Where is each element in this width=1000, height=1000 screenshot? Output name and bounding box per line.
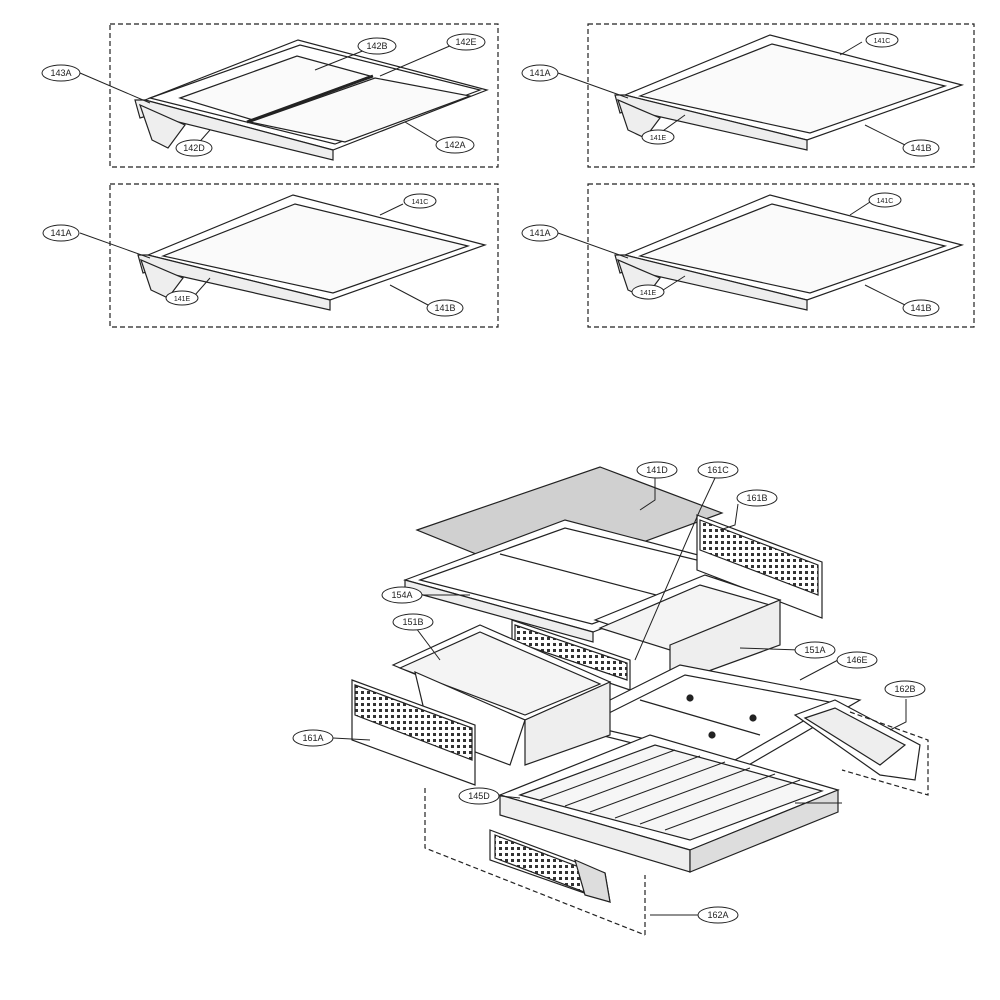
leader-line <box>659 275 686 293</box>
leader-line <box>557 72 629 99</box>
callout-141B: 141B <box>902 299 940 317</box>
svg-text:141D: 141D <box>646 465 668 475</box>
callout-162B: 162B <box>884 680 926 698</box>
drawer-151A <box>593 574 782 686</box>
svg-text:141B: 141B <box>910 143 931 153</box>
bracket-162A <box>489 829 611 903</box>
svg-text:141C: 141C <box>877 198 894 205</box>
leader-line <box>849 201 871 216</box>
callout-141B: 141B <box>426 299 464 317</box>
callout-142D: 142D <box>175 139 213 157</box>
svg-text:162B: 162B <box>894 684 915 694</box>
svg-text:141E: 141E <box>640 290 657 297</box>
svg-text:141A: 141A <box>529 68 550 78</box>
callout-141E: 141E <box>631 284 665 300</box>
shelf-drawing <box>134 39 489 161</box>
shelf-assembly-143A-panel: 143A 142B 142E 142D 142A <box>41 23 499 168</box>
svg-text:141E: 141E <box>650 135 667 142</box>
callout-141A: 141A <box>521 224 559 242</box>
callout-141C: 141C <box>865 32 899 48</box>
panel-dashed-border <box>109 183 499 328</box>
leader-line <box>659 114 686 134</box>
svg-text:141B: 141B <box>434 303 455 313</box>
shelf-drawing <box>614 34 965 151</box>
leader-line <box>194 277 211 296</box>
svg-text:161C: 161C <box>707 465 729 475</box>
callout-161A: 161A <box>292 729 334 747</box>
shelf-assembly-141A-panel-bottom-left: 141A 141C 141E 141B <box>42 183 499 328</box>
callout-141C: 141C <box>403 193 437 209</box>
leader-line <box>79 72 151 104</box>
callout-145D: 145D <box>458 787 500 805</box>
svg-text:145D: 145D <box>468 791 490 801</box>
callout-141A: 141A <box>42 224 80 242</box>
leader-line <box>864 124 906 146</box>
callout-151B: 151B <box>392 613 434 631</box>
side-bracket-162B <box>793 699 921 781</box>
callout-162A: 162A <box>697 906 739 924</box>
rail-161B <box>696 514 823 619</box>
callout-141E: 141E <box>641 129 675 145</box>
svg-text:151A: 151A <box>804 645 825 655</box>
callout-151A: 151A <box>794 641 836 659</box>
svg-text:154A: 154A <box>391 590 412 600</box>
svg-text:141C: 141C <box>874 38 891 45</box>
callout-142E: 142E <box>446 33 486 51</box>
svg-text:141E: 141E <box>174 296 191 303</box>
shelf-drawing <box>614 194 965 311</box>
drawer-151B <box>391 624 612 766</box>
svg-text:151B: 151B <box>402 617 423 627</box>
panel-dashed-border <box>109 23 499 168</box>
svg-text:141C: 141C <box>412 199 429 206</box>
svg-text:162A: 162A <box>707 910 728 920</box>
shelf-assembly-141A-panel-bottom-right: 141A 141C 141E 141B <box>521 183 975 328</box>
callout-141E: 141E <box>165 290 199 306</box>
leader-line <box>379 203 404 216</box>
leader-line <box>379 44 453 77</box>
callout-141C: 141C <box>868 192 902 208</box>
callout-161C: 161C <box>697 461 739 479</box>
svg-text:141B: 141B <box>910 303 931 313</box>
shelf-drawing <box>137 194 488 311</box>
leader-line <box>389 284 429 306</box>
svg-text:161B: 161B <box>746 493 767 503</box>
panel-dashed-border <box>587 23 975 168</box>
callout-146E: 146E <box>836 651 878 669</box>
rail-161A <box>351 679 476 786</box>
callout-141D: 141D <box>636 461 678 479</box>
svg-text:161A: 161A <box>302 733 323 743</box>
crisper-assembly-exploded-view <box>351 466 929 936</box>
svg-text:142D: 142D <box>183 143 205 153</box>
bottom-drawer-145D <box>498 734 840 873</box>
group-dashed-outline <box>841 711 929 796</box>
leader-line <box>557 232 629 259</box>
svg-text:142E: 142E <box>455 37 476 47</box>
svg-text:146E: 146E <box>846 655 867 665</box>
callout-143A: 143A <box>41 64 81 82</box>
callout-161B: 161B <box>736 489 778 507</box>
callout-141A: 141A <box>521 64 559 82</box>
leader-line <box>839 41 863 56</box>
shelf-assembly-141A-panel-top-right: 141A 141C 141E 141B <box>521 23 975 168</box>
leader-line <box>79 232 151 259</box>
svg-text:142A: 142A <box>444 140 465 150</box>
svg-text:143A: 143A <box>50 68 71 78</box>
svg-text:141A: 141A <box>529 228 550 238</box>
panel-dashed-border <box>587 183 975 328</box>
svg-text:142B: 142B <box>366 41 387 51</box>
leader-line <box>404 121 441 144</box>
svg-text:141A: 141A <box>50 228 71 238</box>
callout-141B: 141B <box>902 139 940 157</box>
callout-142B: 142B <box>357 37 397 55</box>
leader-line <box>864 284 906 306</box>
group-dashed-outline <box>424 788 646 936</box>
callout-154A: 154A <box>381 586 423 604</box>
callout-142A: 142A <box>435 136 475 154</box>
